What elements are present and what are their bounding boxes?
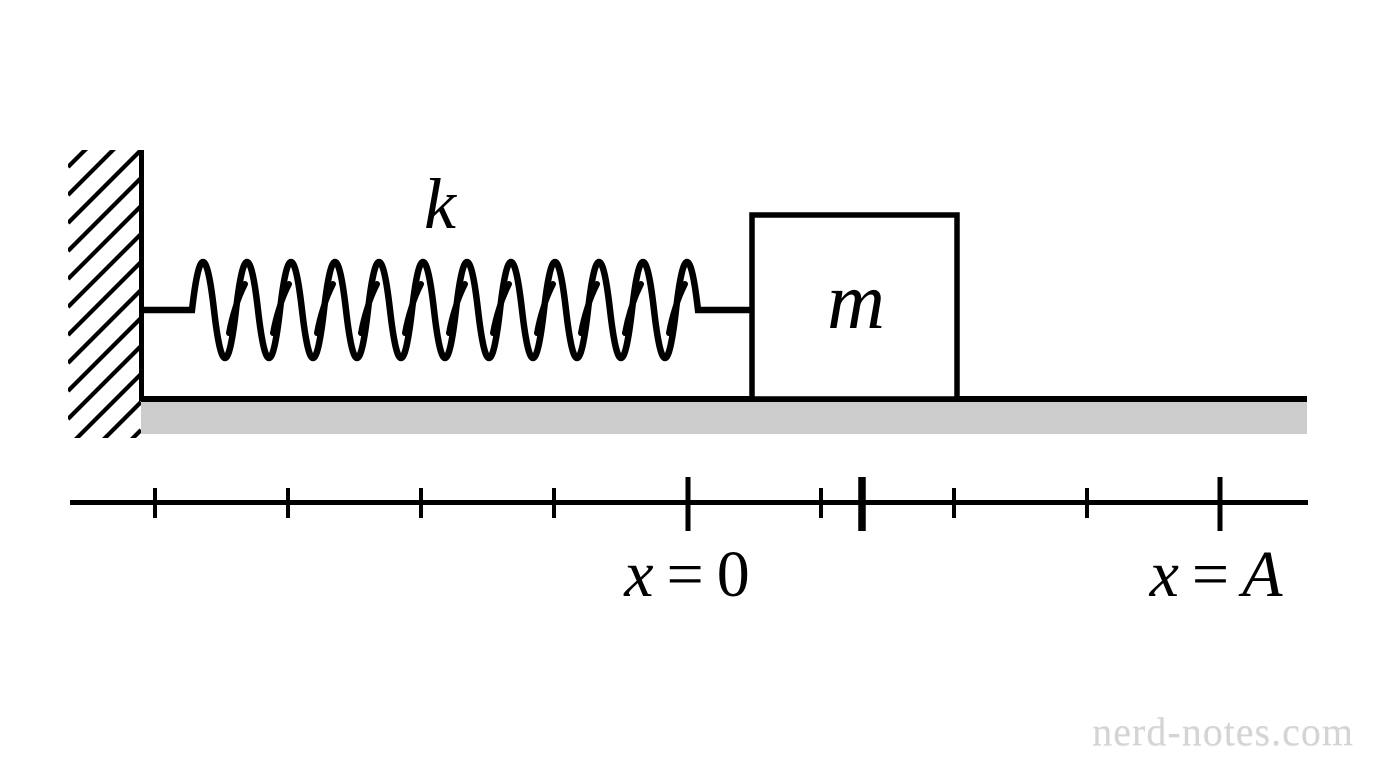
hatch-line [102, 400, 141, 438]
hatch-line [68, 316, 141, 393]
origin-label-variable: x [624, 538, 654, 611]
origin-label: x=0 [624, 542, 750, 608]
hatch-line [68, 260, 141, 337]
mass-label: m [827, 258, 885, 346]
hatch-line [68, 150, 88, 169]
hatch-line [74, 372, 141, 438]
amplitude-label-variable: x [1149, 538, 1179, 611]
amplitude-label-value: A [1242, 538, 1283, 611]
hatch-line [68, 176, 141, 253]
hatch-line [68, 288, 141, 365]
spring-coil [141, 258, 752, 362]
hatch-line [68, 150, 116, 197]
hatch-line [68, 232, 141, 309]
amplitude-label-equals: = [1191, 538, 1230, 611]
origin-label-equals: = [666, 538, 704, 611]
axis-ticks [153, 477, 1223, 531]
wall-hatching [68, 150, 141, 438]
spring-constant-label: k [424, 164, 456, 244]
hatch-line [68, 204, 141, 281]
ground-surface [141, 402, 1307, 434]
watermark: nerd-notes.com [1092, 709, 1354, 754]
hatch-line [130, 428, 141, 438]
amplitude-label: x=A [1150, 542, 1283, 608]
origin-label-value: 0 [716, 538, 750, 611]
hatch-line [68, 344, 141, 421]
mass-block [749, 212, 960, 402]
hatch-line [68, 150, 141, 225]
